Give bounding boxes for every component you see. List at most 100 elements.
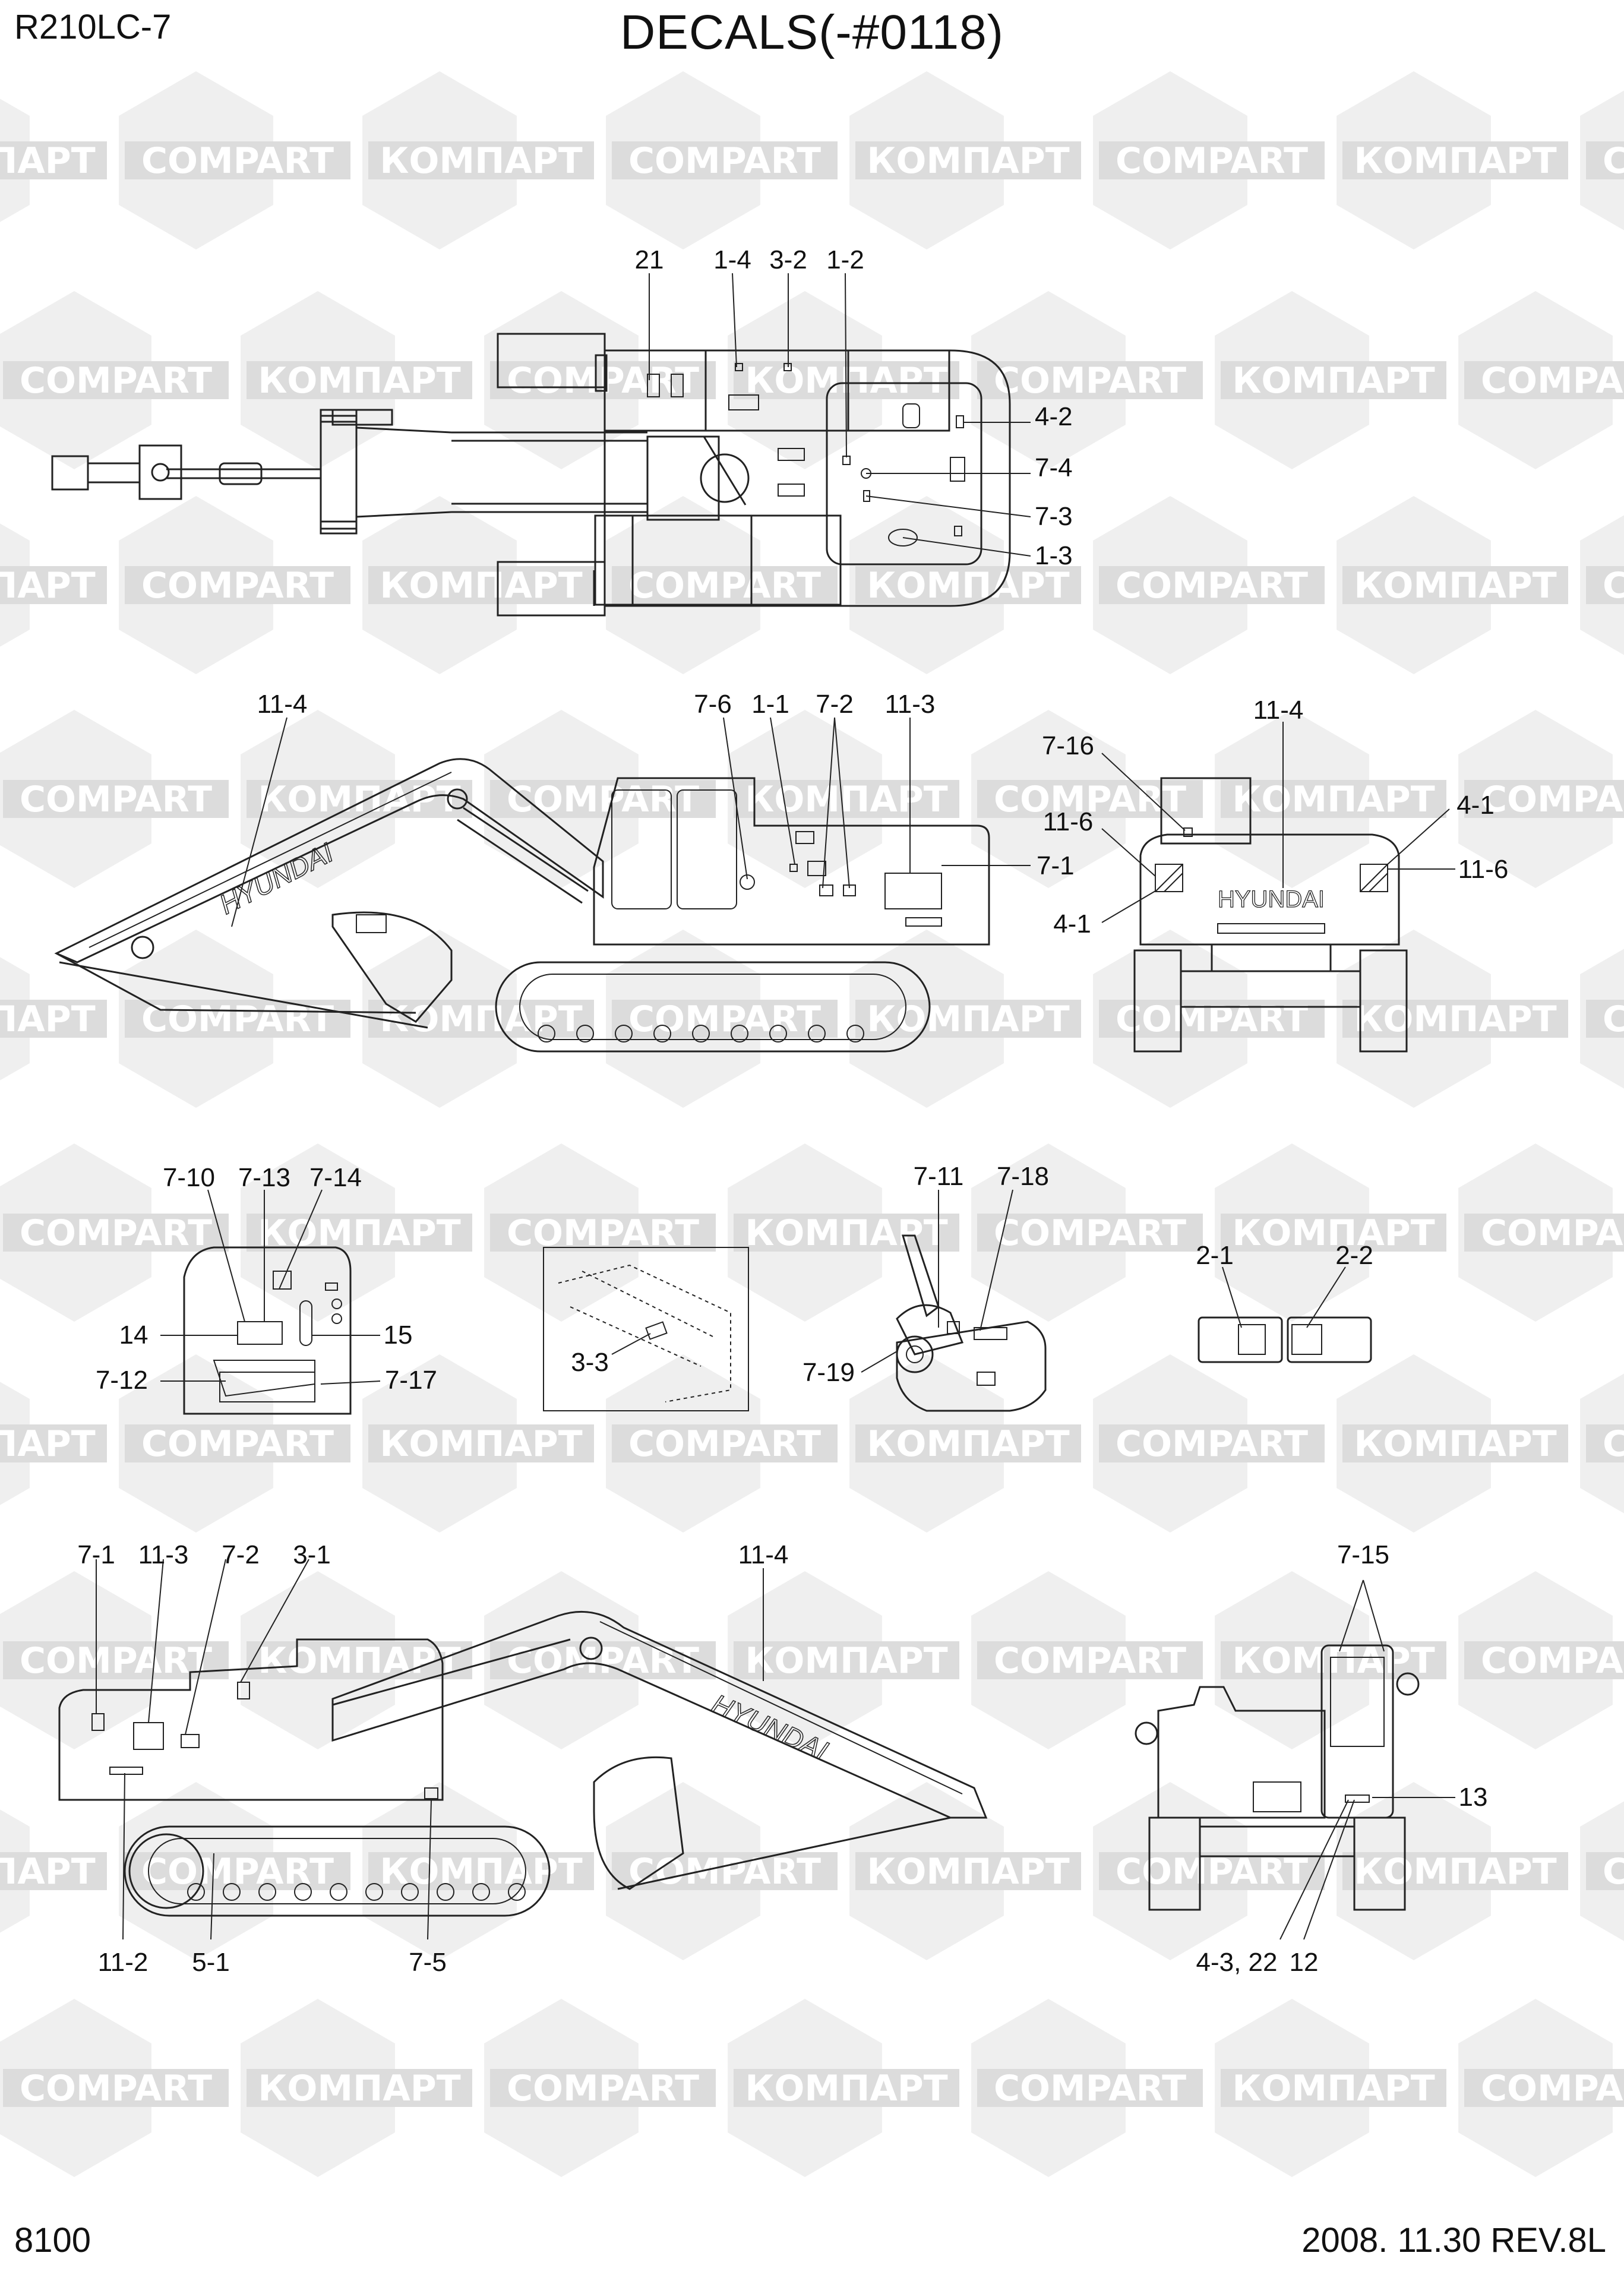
watermark-text: КОМПАРТ [0, 999, 96, 1040]
watermark-plate [125, 1424, 350, 1462]
watermark-text: КОМПАРТ [258, 1640, 460, 1682]
top-view: 21 1-4 3-2 1-2 4-2 7-4 7-3 1-3 [51, 245, 1073, 617]
track-roller [731, 1025, 748, 1042]
watermark-plate [368, 566, 594, 604]
watermark-text: COMPART [20, 1640, 212, 1682]
watermark-plate [3, 1214, 229, 1252]
watermark-text: КОМПАРТ [867, 140, 1069, 182]
watermark-plate [1342, 1000, 1568, 1038]
watermark-plate [1099, 141, 1325, 179]
watermark-plate [1221, 780, 1446, 818]
rear-view: HYUNDAI 11-4 7-16 11-6 4-1 4-1 11-6 [1042, 696, 1509, 1053]
watermark-plate [247, 1641, 472, 1679]
watermark-text: КОМПАРТ [867, 1423, 1069, 1465]
callout-label: 7-12 [96, 1366, 148, 1395]
watermark-plate [247, 780, 472, 818]
track-roller [223, 1883, 241, 1901]
watermark-text: COMPART [1481, 1640, 1624, 1682]
callout-label: 2-2 [1335, 1241, 1373, 1270]
callout-label: 11-4 [738, 1540, 789, 1569]
watermark-text: КОМПАРТ [380, 1423, 582, 1465]
watermark-text: COMPART [994, 360, 1186, 402]
callout-label: 11-4 [1253, 696, 1304, 725]
callout-label: 7-14 [309, 1163, 362, 1192]
callout-label: 1-3 [1035, 541, 1073, 570]
callout-label: 11-3 [138, 1540, 189, 1569]
watermark-text: КОМПАРТ [867, 1851, 1069, 1893]
callout-label: 7-1 [1037, 851, 1075, 880]
watermark-text: COMPART [1116, 565, 1308, 606]
watermark-text: COMPART [141, 565, 334, 606]
watermark-text: COMPART [628, 565, 821, 606]
watermark-plate [490, 780, 716, 818]
watermark-plate [977, 1641, 1203, 1679]
callout-label: 7-11 [914, 1162, 964, 1191]
watermark-plate [612, 141, 838, 179]
watermark-text: COMPART [1116, 1851, 1308, 1893]
watermark-text: COMPART [141, 140, 334, 182]
watermark-plate [3, 361, 229, 399]
watermark-plate [125, 1000, 350, 1038]
track-roller [187, 1883, 205, 1901]
watermark-plate [490, 1641, 716, 1679]
watermark-plate [368, 1424, 594, 1462]
watermark-plate [1464, 780, 1624, 818]
watermark-text: COMPART [1603, 999, 1624, 1040]
watermark-plate [3, 2069, 229, 2107]
watermark-plate [1586, 1000, 1624, 1038]
watermark-plate [0, 1852, 107, 1890]
watermark-text: COMPART [994, 1212, 1186, 1254]
watermark-text: COMPART [507, 360, 699, 402]
callout-label: 11-3 [885, 690, 936, 719]
callout-label: 7-4 [1035, 453, 1073, 482]
watermark-plate [612, 566, 838, 604]
callout-label: 4-2 [1035, 402, 1073, 431]
track-roller [576, 1025, 594, 1042]
watermark-plate [734, 780, 959, 818]
watermark-text: КОМПАРТ [0, 1851, 96, 1893]
watermark-text: КОМПАРТ [258, 360, 460, 402]
watermark-plate [490, 361, 716, 399]
watermark-plate [368, 141, 594, 179]
track-roller [538, 1025, 555, 1042]
watermark-plate [1099, 1852, 1325, 1890]
watermark-text: КОМПАРТ [1354, 999, 1556, 1040]
watermark-text: КОМПАРТ [0, 140, 96, 182]
track-roller [294, 1883, 312, 1901]
page-number: 8100 [14, 2221, 91, 2260]
callout-label: 2-1 [1196, 1241, 1234, 1270]
callout-label: 11-6 [1458, 855, 1509, 884]
watermark-text: COMPART [1481, 779, 1624, 820]
callout-label: 7-2 [222, 1540, 260, 1569]
watermark-text: КОМПАРТ [1354, 140, 1556, 182]
watermark-text: COMPART [1481, 360, 1624, 402]
watermark-text: КОМПАРТ [1354, 565, 1556, 606]
track-roller [472, 1883, 490, 1901]
watermark-text: COMPART [1481, 2068, 1624, 2109]
decal-pair-view: 2-1 2-2 [1196, 1241, 1373, 1363]
watermark-text: КОМПАРТ [258, 779, 460, 820]
watermark-plate [1342, 1424, 1568, 1462]
watermark-text: COMPART [1603, 1423, 1624, 1465]
detail-3-3-view: 3-3 [543, 1247, 749, 1411]
watermark-text: КОМПАРТ [1232, 2068, 1435, 2109]
track-roller [692, 1025, 710, 1042]
model-name: R210LC-7 [14, 8, 172, 46]
watermark-plate [1221, 2069, 1446, 2107]
callout-label: 14 [119, 1320, 149, 1350]
watermark-plate [1464, 1641, 1624, 1679]
watermark-text: КОМПАРТ [867, 999, 1069, 1040]
callout-label: 7-1 [77, 1540, 115, 1569]
arm-brand-text: HYUNDAI [707, 1688, 832, 1767]
callout-label: 7-19 [802, 1358, 855, 1387]
watermark-plate [612, 1000, 838, 1038]
watermark-plate [855, 141, 1081, 179]
callout-label: 7-2 [816, 690, 854, 719]
watermark-plate [1586, 566, 1624, 604]
watermark-plate [247, 2069, 472, 2107]
watermark-plate [1221, 361, 1446, 399]
watermark-plate [977, 1214, 1203, 1252]
watermark-text: КОМПАРТ [867, 565, 1069, 606]
watermark-plate [1464, 361, 1624, 399]
